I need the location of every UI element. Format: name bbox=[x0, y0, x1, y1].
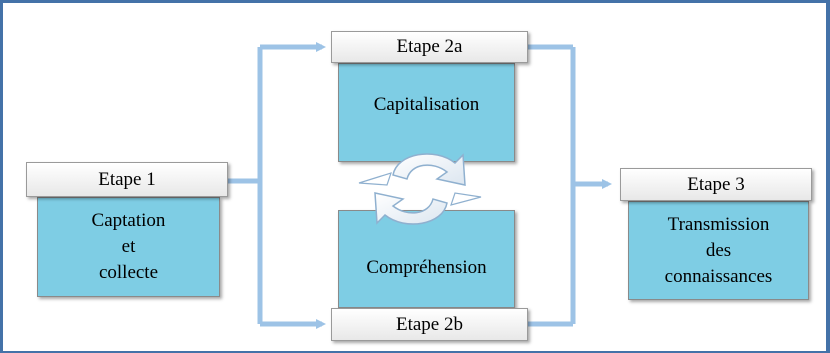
step1-line-3: collecte bbox=[98, 262, 159, 283]
step1-label-text: Etape 1 bbox=[98, 168, 156, 190]
step2a-label-text: Etape 2a bbox=[396, 36, 463, 57]
step1-content-box: Captation et collecte bbox=[37, 197, 220, 297]
step3-label: Etape 3 bbox=[620, 168, 812, 201]
step3-content-box: Transmission des connaissances bbox=[628, 201, 809, 300]
step3-label-text: Etape 3 bbox=[687, 173, 745, 195]
frame-right-border bbox=[826, 0, 830, 353]
step3-line-2: des bbox=[705, 239, 732, 261]
cycle-arrows-icon bbox=[358, 153, 482, 225]
frame-left-border bbox=[0, 0, 3, 353]
frame-top-border bbox=[0, 0, 830, 3]
step2b-content-text: Compréhension bbox=[366, 257, 487, 278]
step2b-label-text: Etape 2b bbox=[395, 313, 463, 335]
step3-line-3: connaissances bbox=[664, 265, 773, 287]
step2a-label: Etape 2a bbox=[331, 31, 528, 63]
step1-label: Etape 1 bbox=[26, 162, 228, 197]
step2b-content-box: Compréhension bbox=[338, 210, 515, 308]
step3-line-1: Transmission bbox=[667, 213, 770, 235]
step2a-content-box: Capitalisation bbox=[338, 63, 515, 162]
step2a-content-text: Capitalisation bbox=[373, 94, 480, 115]
step1-line-1: Captation bbox=[91, 210, 166, 231]
frame-bottom-border bbox=[0, 351, 830, 353]
step1-line-2: et bbox=[121, 236, 136, 257]
step2b-label: Etape 2b bbox=[331, 308, 528, 341]
